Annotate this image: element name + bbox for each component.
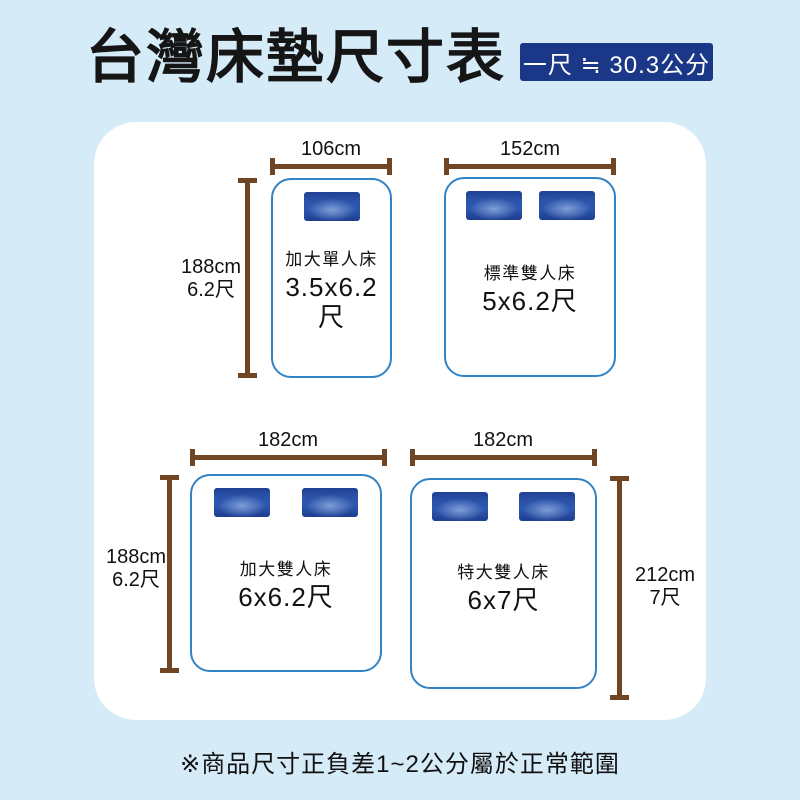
- width-dimension-label: 182cm: [472, 429, 534, 451]
- width-dimension-line: [270, 158, 392, 175]
- dimension-cap: [610, 695, 629, 700]
- unit-conversion-badge: 一尺 ≒ 30.3公分: [520, 43, 713, 81]
- dimension-cap: [190, 449, 195, 466]
- width-dimension-line: [410, 449, 597, 466]
- width-dimension-line: [190, 449, 387, 466]
- height-dimension-label: 212cm 7尺: [635, 564, 695, 610]
- bed-size: 3.5x6.2尺: [285, 271, 378, 332]
- dimension-cap: [160, 668, 179, 673]
- dimension-cap: [610, 476, 629, 481]
- dimension-cap: [160, 475, 179, 480]
- dimension-cap: [382, 449, 387, 466]
- bed-size: 5x6.2尺: [482, 285, 578, 316]
- footer-note: ※商品尺寸正負差1~2公分屬於正常範圍: [180, 751, 620, 778]
- bed-queen-xl: 加大雙人床 6x6.2尺: [190, 474, 382, 672]
- pillow-icon: [465, 191, 522, 220]
- height-chi-label: 7尺: [649, 587, 681, 609]
- bed-label: 特大雙人床 6x7尺: [412, 561, 595, 615]
- bed-size: 6x7尺: [467, 584, 540, 615]
- dimension-cap: [592, 449, 597, 466]
- pillow-row: [214, 488, 358, 517]
- height-dimension-label: 188cm 6.2尺: [181, 256, 241, 302]
- dimension-cap: [611, 158, 616, 175]
- height-cm-label: 188cm: [180, 256, 242, 278]
- pillow-row: [432, 492, 575, 521]
- bed-single-xl: 加大單人床 3.5x6.2尺: [271, 178, 392, 378]
- bed-label: 標準雙人床 5x6.2尺: [446, 262, 614, 316]
- height-chi-label: 6.2尺: [112, 569, 160, 591]
- bed-name: 標準雙人床: [483, 263, 577, 283]
- height-dimension-line: [610, 476, 629, 700]
- pillow-icon: [303, 192, 360, 221]
- height-cm-label: 188cm: [105, 546, 167, 568]
- page-title: 台灣床墊尺寸表: [86, 25, 507, 90]
- bed-name: 特大雙人床: [457, 562, 550, 582]
- width-dimension-label: 152cm: [499, 138, 561, 160]
- pillow-row: [303, 192, 360, 221]
- dimension-cap: [387, 158, 392, 175]
- dimension-cap: [410, 449, 415, 466]
- dimension-cap: [238, 373, 257, 378]
- bed-king-xl: 特大雙人床 6x7尺: [410, 478, 597, 689]
- bed-label: 加大雙人床 6x6.2尺: [192, 558, 380, 612]
- pillow-row: [465, 191, 595, 220]
- width-dimension-label: 106cm: [300, 138, 362, 160]
- pillow-icon: [519, 492, 575, 521]
- bed-name: 加大單人床: [285, 249, 378, 269]
- dimension-cap: [444, 158, 449, 175]
- height-dimension-label: 188cm 6.2尺: [106, 546, 166, 592]
- pillow-icon: [302, 488, 358, 517]
- width-dimension-label: 182cm: [257, 429, 319, 451]
- pillow-icon: [432, 492, 488, 521]
- dimension-cap: [238, 178, 257, 183]
- bed-standard-double: 標準雙人床 5x6.2尺: [444, 177, 616, 377]
- bed-label: 加大單人床 3.5x6.2尺: [273, 248, 390, 332]
- height-chi-label: 6.2尺: [187, 279, 235, 301]
- bed-name: 加大雙人床: [239, 559, 333, 579]
- width-dimension-line: [444, 158, 616, 175]
- pillow-icon: [538, 191, 595, 220]
- dimension-cap: [270, 158, 275, 175]
- pillow-icon: [214, 488, 270, 517]
- height-dimension-line: [238, 178, 257, 378]
- bed-size: 6x6.2尺: [238, 581, 334, 612]
- height-cm-label: 212cm: [634, 564, 696, 586]
- height-dimension-line: [160, 475, 179, 673]
